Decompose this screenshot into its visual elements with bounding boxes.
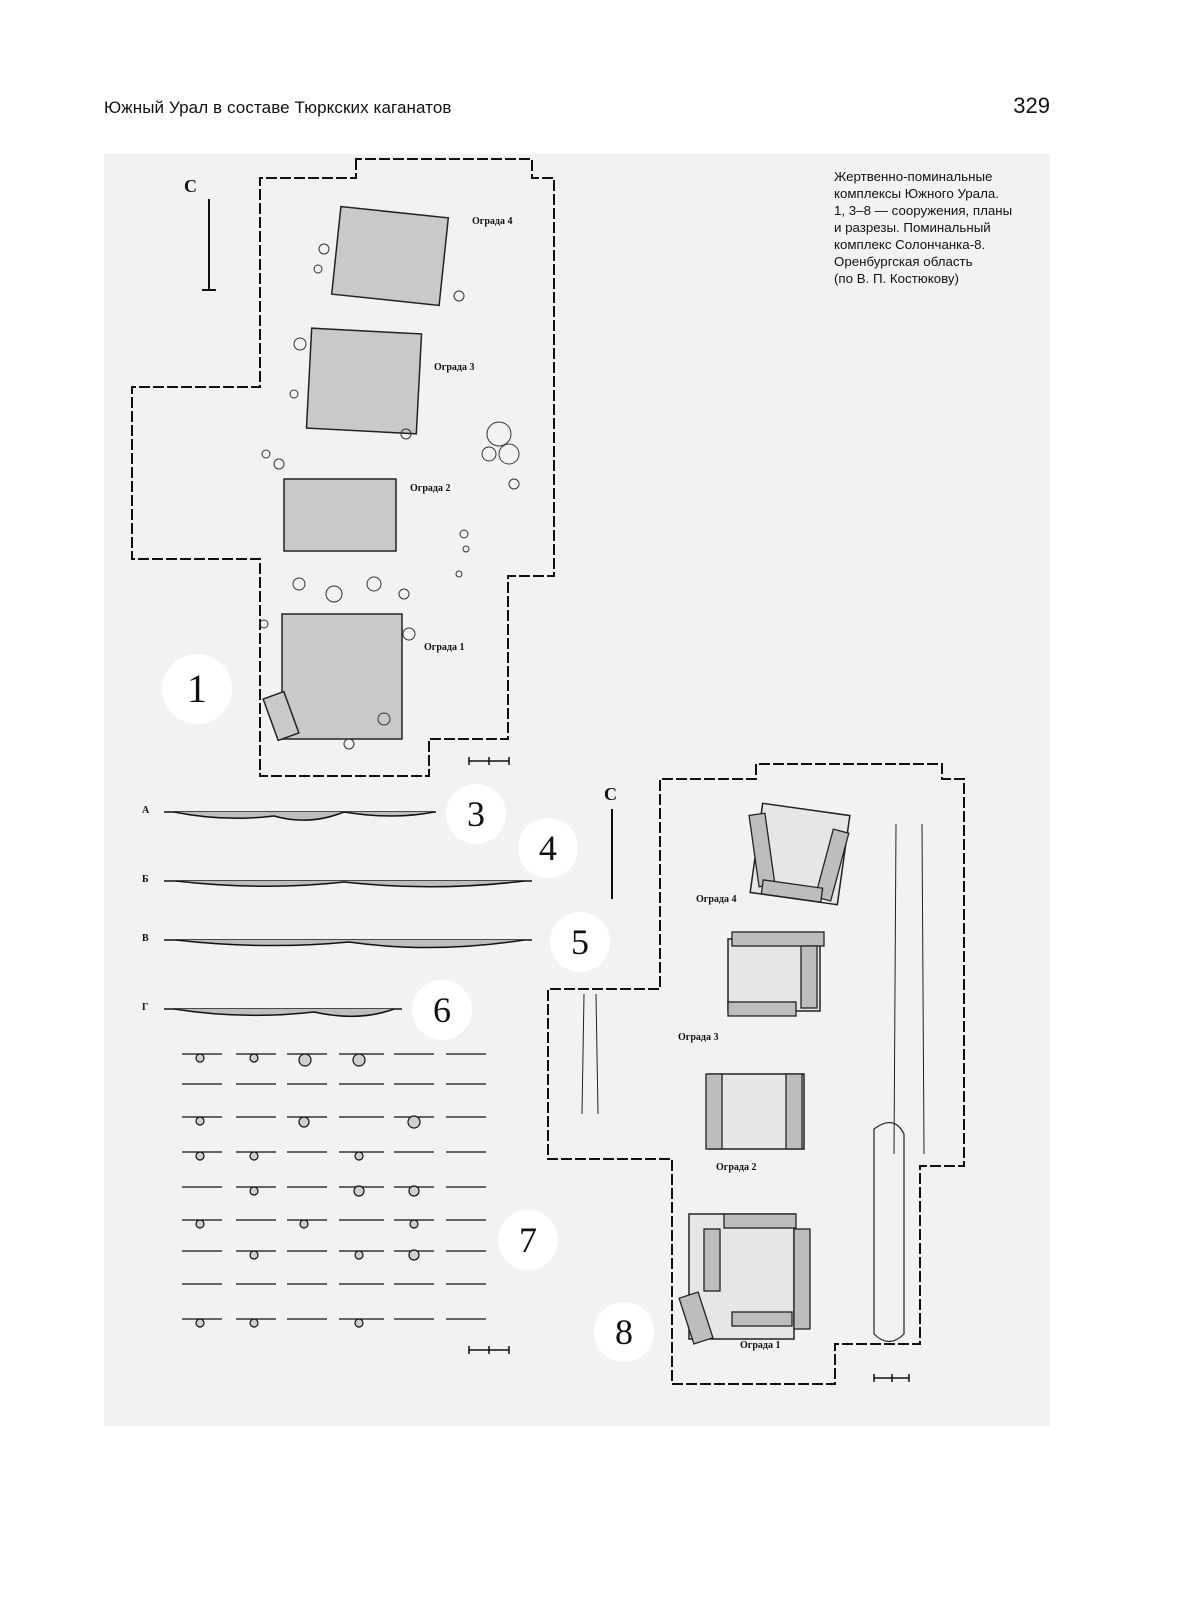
figure-plate: Жертвенно-поминальные комплексы Южного У…: [104, 154, 1050, 1426]
plan1-enclosures: [262, 205, 450, 742]
small-sections-grid: [182, 1053, 486, 1328]
figure-number-3: 3: [446, 784, 506, 844]
section-profiles: [164, 811, 532, 1018]
plan1-label-enclosure-4: Ограда 4: [472, 216, 513, 227]
caption-line: комплексы Южного Урала.: [834, 186, 999, 201]
page-number: 329: [1013, 93, 1050, 118]
plan8-label-enclosure-1: Ограда 1: [740, 1340, 781, 1351]
plan8-label-enclosure-3: Ограда 3: [678, 1032, 719, 1043]
caption-line: Оренбургская область: [834, 254, 973, 269]
figure-number-5: 5: [550, 912, 610, 972]
plan8-slabs: [678, 812, 850, 1345]
north-label-8: С: [604, 784, 617, 804]
plan8-outline: [547, 763, 965, 1385]
figure-number-4: 4: [518, 818, 578, 878]
figure-number-6: 6: [412, 980, 472, 1040]
plan1-label-enclosure-1: Ограда 1: [424, 642, 465, 653]
section-letter-v: В: [142, 933, 149, 944]
plan8-label-enclosure-2: Ограда 2: [716, 1162, 757, 1173]
figure-number-8: 8: [594, 1302, 654, 1362]
plan1-stone-scatter: [259, 243, 520, 750]
plan1-label-enclosure-2: Ограда 2: [410, 483, 451, 494]
plan1-label-enclosure-3: Ограда 3: [434, 362, 475, 373]
running-title: Южный Урал в составе Тюркских каганатов: [104, 98, 452, 117]
section-letter-a: А: [142, 805, 150, 816]
archaeological-drawings: [131, 158, 965, 1385]
caption-line: Жертвенно-поминальные: [834, 169, 993, 184]
section-letter-g: Г: [142, 1002, 149, 1013]
plan8-label-enclosure-4: Ограда 4: [696, 894, 737, 905]
caption-line: (по В. П. Костюкову): [834, 271, 959, 286]
caption-line: комплекс Солончанка-8.: [834, 237, 986, 252]
plan1-outline: [131, 158, 555, 777]
caption-line: 1, 3–8 — сооружения, планы: [834, 203, 1013, 218]
section-letter-b: Б: [142, 874, 149, 885]
figure-number-7: 7: [498, 1210, 558, 1270]
caption-line: и разрезы. Поминальный: [834, 220, 991, 235]
figure-caption: Жертвенно-поминальные комплексы Южного У…: [834, 168, 1044, 287]
figure-number-1: 1: [162, 654, 232, 724]
north-label-1: С: [184, 176, 197, 196]
